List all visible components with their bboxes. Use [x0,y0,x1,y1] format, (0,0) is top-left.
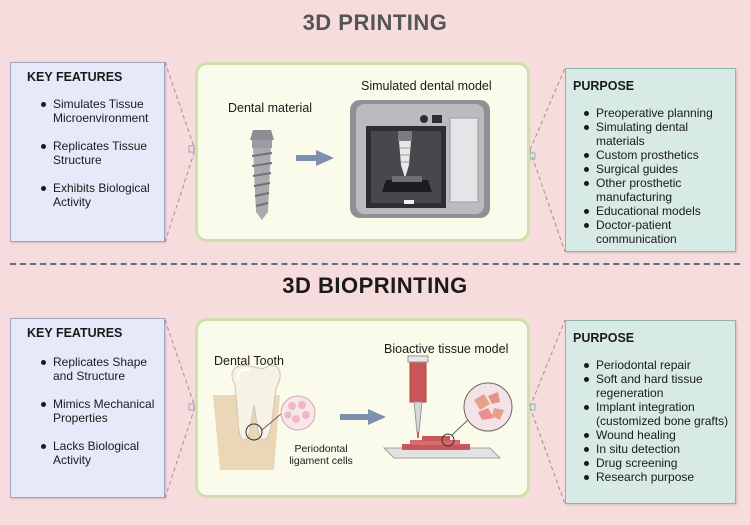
section-title-3d-bioprinting: 3D BIOPRINTING [282,273,468,298]
list-item: Soft and hard tissue regeneration [582,372,732,400]
list-item: Other prosthetic manufacturing [582,176,732,204]
cells-icon [280,395,316,431]
list-item: Research purpose [582,470,732,484]
list-item: Periodontal repair [582,358,732,372]
list-item: Lacks Biological Activity [39,439,161,467]
arrow-right-icon [340,409,386,425]
list-item: Doctor-patient communication [582,218,732,246]
purpose-list: Periodontal repair Soft and hard tissue … [582,358,732,484]
list-item: Custom prosthetics [582,148,732,162]
key-features-list: Simulates Tissue Microenvironment Replic… [39,97,161,209]
list-item: Drug screening [582,456,732,470]
tissue-zoom-icon [463,382,513,432]
3d-printer-icon [350,100,490,218]
list-item: Replicates Tissue Structure [39,139,161,167]
list-item: Exhibits Biological Activity [39,181,161,209]
list-item: Simulates Tissue Microenvironment [39,97,161,125]
bioprinter-icon [382,355,502,459]
purpose-heading: PURPOSE [573,79,635,93]
purpose-list: Preoperative planning Simulating dental … [582,106,732,246]
purpose-panel-3d-bioprinting: PURPOSE Periodontal repair Soft and hard… [565,320,736,504]
key-features-list: Replicates Shape and Structure Mimics Me… [39,355,161,467]
key-features-panel-3d-printing: KEY FEATURES Simulates Tissue Microenvir… [10,62,165,242]
list-item: Preoperative planning [582,106,732,120]
section-divider [10,263,740,265]
purpose-heading: PURPOSE [573,331,635,345]
tooth-icon [213,364,289,470]
periodontal-ligament-cells-label: Periodontal ligament cells [289,443,353,467]
list-item: Mimics Mechanical Properties [39,397,161,425]
list-item: Educational models [582,204,732,218]
purpose-panel-3d-printing: PURPOSE Preoperative planning Simulating… [565,68,736,252]
key-features-panel-3d-bioprinting: KEY FEATURES Replicates Shape and Struct… [10,318,165,498]
list-item: Wound healing [582,428,732,442]
list-item: Surgical guides [582,162,732,176]
key-features-heading: KEY FEATURES [27,70,123,84]
dental-tooth-label: Dental Tooth [214,354,284,368]
list-item: Implant integration (customized bone gra… [582,400,732,428]
section-title-3d-printing: 3D PRINTING [302,10,448,35]
dental-material-label: Dental material [228,101,313,115]
list-item: Simulating dental materials [582,120,732,148]
key-features-heading: KEY FEATURES [27,326,123,340]
simulated-dental-model-label: Simulated dental model [361,79,492,93]
list-item: In situ detection [582,442,732,456]
list-item: Replicates Shape and Structure [39,355,161,383]
dental-implant-icon [250,130,274,220]
arrow-right-icon [296,150,334,166]
bioactive-tissue-model-label: Bioactive tissue model [384,342,509,356]
